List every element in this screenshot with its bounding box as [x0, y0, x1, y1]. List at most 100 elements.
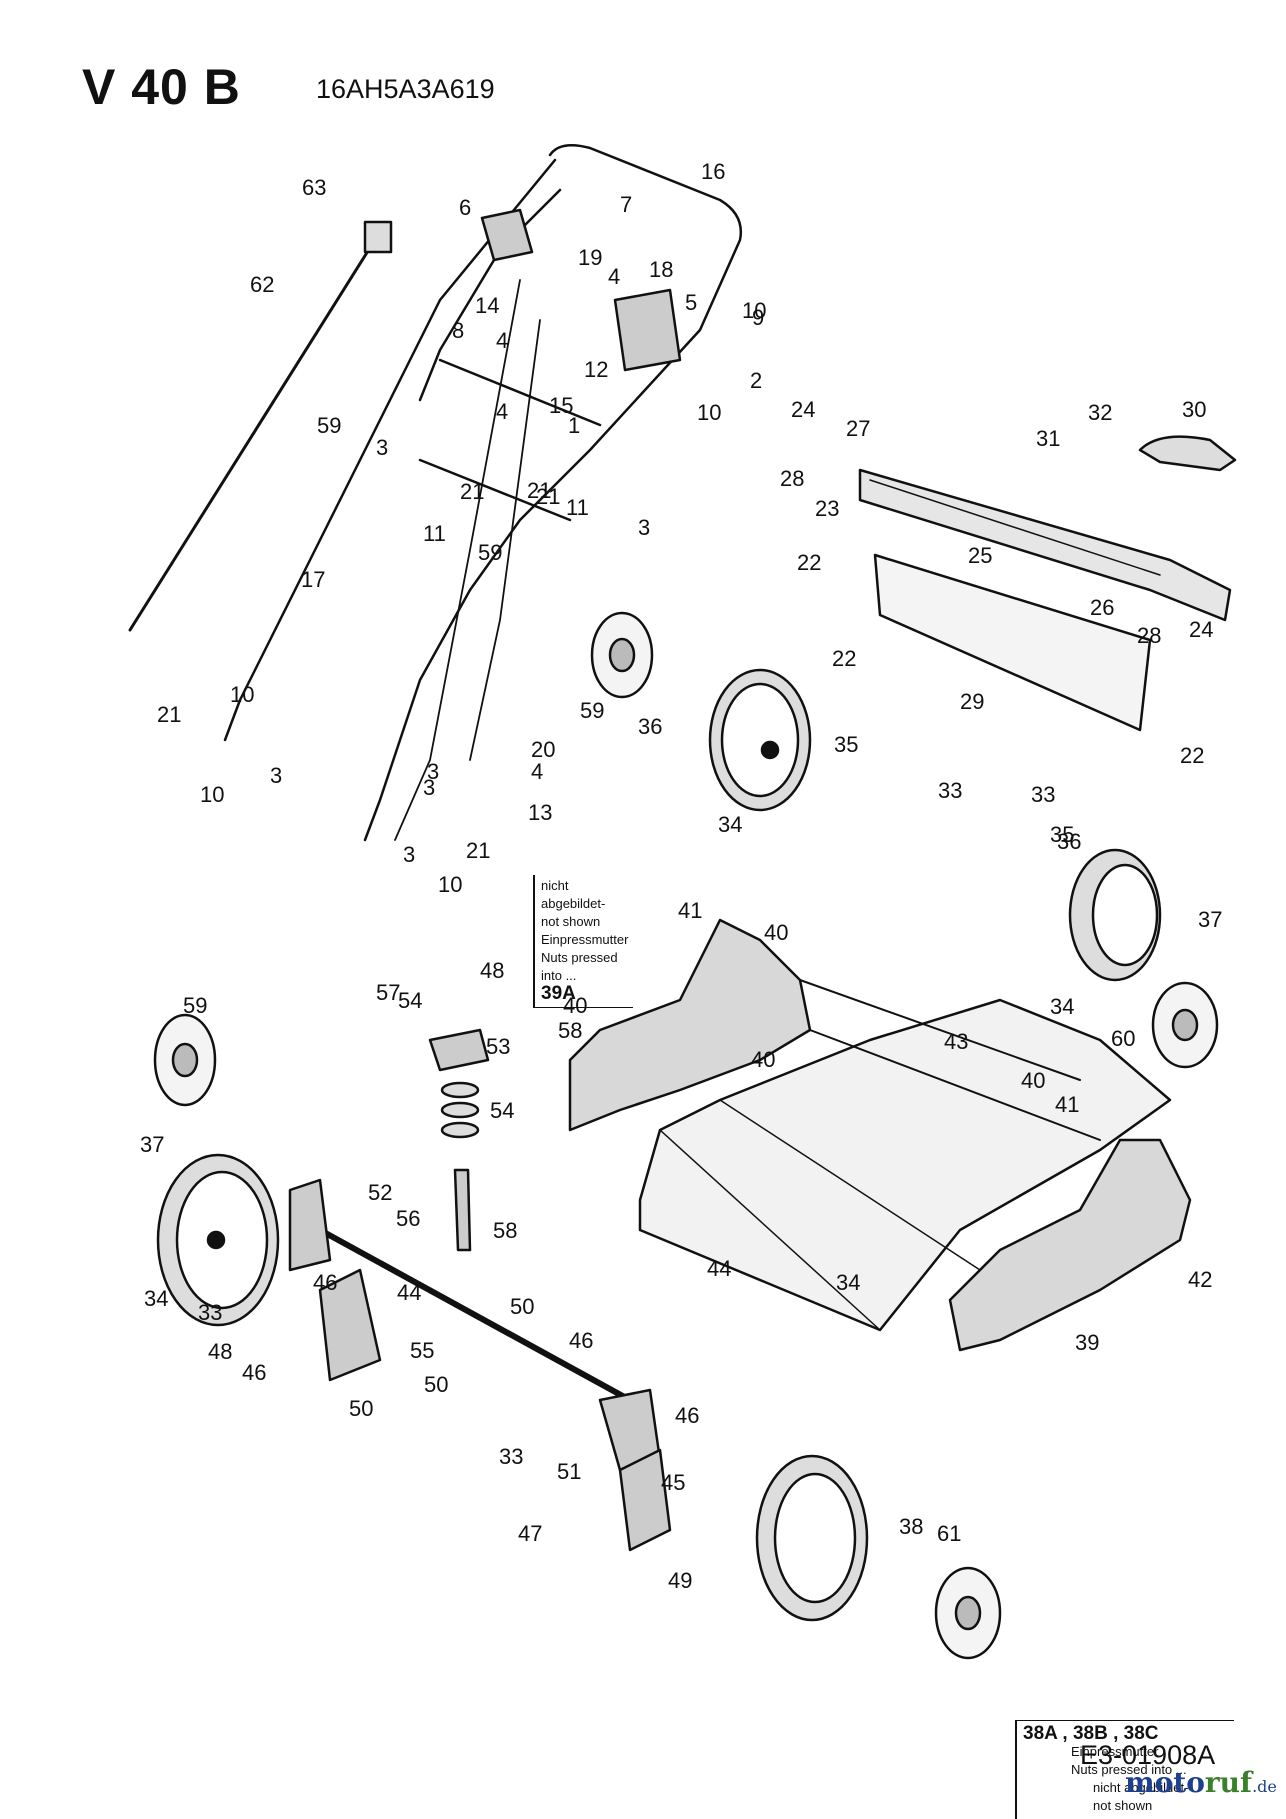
callout-33: 33 — [198, 1300, 222, 1325]
callout-17: 17 — [301, 567, 325, 592]
callout-3: 3 — [270, 763, 282, 788]
callout-61: 61 — [937, 1521, 961, 1546]
callout-2: 2 — [750, 368, 762, 393]
callout-21: 21 — [466, 838, 490, 863]
callout-45: 45 — [661, 1470, 685, 1495]
watermark-logo[interactable]: motoruf.de — [1125, 1766, 1277, 1799]
callout-26: 26 — [1090, 595, 1114, 620]
side-plate-39 — [568, 918, 812, 1132]
callout-9: 9 — [752, 305, 764, 330]
callout-59: 59 — [478, 540, 502, 565]
callout-21: 21 — [460, 479, 484, 504]
callout-40: 40 — [563, 993, 587, 1018]
callout-4: 4 — [531, 759, 543, 784]
callout-41: 41 — [678, 898, 702, 923]
callout-63: 63 — [302, 175, 326, 200]
callout-52: 52 — [368, 1180, 392, 1205]
note-38-line3: nicht abgebildet- — [1093, 1780, 1189, 1795]
callout-51: 51 — [557, 1459, 581, 1484]
callout-22: 22 — [1180, 743, 1204, 768]
note-39a-line2: not shown — [541, 914, 601, 929]
note-39a: nicht abgebildet- not shown Einpressmutt… — [533, 875, 633, 1008]
callout-42: 42 — [1188, 1267, 1212, 1292]
callout-4: 4 — [496, 399, 508, 424]
callout-37: 37 — [1198, 907, 1222, 932]
wheel-34-top — [708, 668, 812, 812]
callout-27: 27 — [846, 416, 870, 441]
callout-49: 49 — [668, 1568, 692, 1593]
callout-58: 58 — [493, 1218, 517, 1243]
callout-25: 25 — [968, 543, 992, 568]
callout-21: 21 — [527, 478, 551, 503]
callout-40: 40 — [751, 1047, 775, 1072]
watermark-tld: .de — [1252, 1777, 1277, 1796]
note-39a-ref: 39A — [541, 983, 576, 1004]
callout-46: 46 — [675, 1403, 699, 1428]
callout-4: 4 — [496, 328, 508, 353]
callout-33: 33 — [499, 1444, 523, 1469]
hubcap-59-left — [153, 1013, 217, 1107]
callout-47: 47 — [518, 1521, 542, 1546]
callout-32: 32 — [1088, 400, 1112, 425]
callout-48: 48 — [208, 1339, 232, 1364]
callout-1: 1 — [568, 413, 580, 438]
callout-43: 43 — [944, 1029, 968, 1054]
wheel-34-bottom — [755, 1454, 869, 1622]
callout-57: 57 — [376, 980, 400, 1005]
callout-4: 4 — [608, 264, 620, 289]
callout-19: 19 — [578, 245, 602, 270]
callout-35: 35 — [834, 732, 858, 757]
side-plate-38 — [948, 1138, 1192, 1352]
callout-44: 44 — [397, 1280, 421, 1305]
callout-46: 46 — [242, 1360, 266, 1385]
note-38-line2: Nuts pressed into ... — [1071, 1762, 1187, 1777]
callout-58: 58 — [558, 1018, 582, 1043]
callout-10: 10 — [697, 400, 721, 425]
note-39a-line4: Nuts pressed into ... — [541, 950, 618, 983]
callout-36: 36 — [1057, 829, 1081, 854]
callout-15: 15 — [549, 393, 573, 418]
callout-30: 30 — [1182, 397, 1206, 422]
watermark-part2: ruf — [1204, 1766, 1253, 1799]
hubcap-59-right — [1151, 981, 1219, 1069]
callout-28: 28 — [780, 466, 804, 491]
callout-3: 3 — [638, 515, 650, 540]
callout-3: 3 — [403, 842, 415, 867]
callout-53: 53 — [486, 1034, 510, 1059]
callout-38: 38 — [899, 1514, 923, 1539]
callout-56: 56 — [396, 1206, 420, 1231]
callout-41: 41 — [1055, 1092, 1079, 1117]
callout-50: 50 — [424, 1372, 448, 1397]
callout-29: 29 — [960, 689, 984, 714]
note-39a-line1: nicht abgebildet- — [541, 878, 606, 911]
model-title: V 40 B — [82, 59, 241, 115]
callout-34: 34 — [1050, 994, 1074, 1019]
callout-44: 44 — [707, 1256, 731, 1281]
callout-33: 33 — [938, 778, 962, 803]
axle — [317, 1227, 633, 1403]
hubcap-59-top — [590, 611, 654, 699]
callout-34: 34 — [144, 1286, 168, 1311]
callout-60: 60 — [1111, 1026, 1135, 1051]
callout-11: 11 — [566, 495, 589, 520]
wheel-34-right — [1068, 848, 1162, 982]
callout-24: 24 — [791, 397, 815, 422]
callout-46: 46 — [313, 1270, 337, 1295]
callout-35: 35 — [1050, 822, 1074, 847]
callout-59: 59 — [183, 993, 207, 1018]
part-number: 16AH5A3A619 — [316, 74, 495, 104]
wheel-34-left — [156, 1153, 280, 1327]
callout-36: 36 — [638, 714, 662, 739]
callout-46: 46 — [569, 1328, 593, 1353]
callout-13: 13 — [528, 800, 552, 825]
callout-21: 21 — [536, 484, 560, 509]
deck — [638, 998, 1172, 1332]
cable-rod — [128, 233, 380, 632]
callout-54: 54 — [490, 1098, 514, 1123]
callout-24: 24 — [1189, 617, 1213, 642]
callout-50: 50 — [349, 1396, 373, 1421]
watermark-part1: moto — [1125, 1766, 1205, 1799]
